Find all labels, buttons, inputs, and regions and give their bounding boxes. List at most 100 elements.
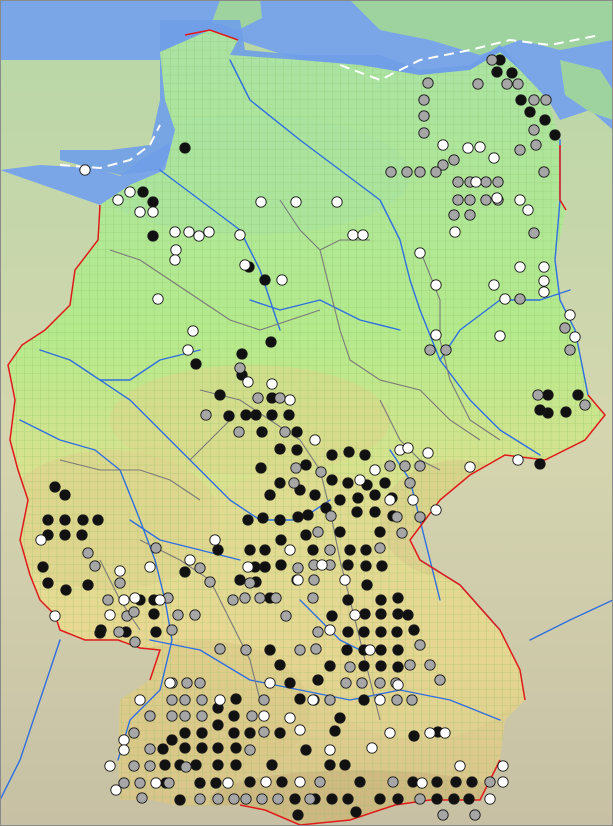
occurrence-dot-older <box>501 78 513 90</box>
occurrence-dot-recent <box>159 759 171 771</box>
occurrence-dot-recent <box>265 336 277 348</box>
occurrence-dot-historic <box>294 776 306 788</box>
occurrence-dot-older <box>430 166 442 178</box>
occurrence-dot-recent <box>560 406 572 418</box>
occurrence-dot-recent <box>49 481 61 493</box>
occurrence-dot-recent <box>289 793 301 805</box>
occurrence-dot-older <box>418 127 430 139</box>
occurrence-dot-recent <box>244 776 256 788</box>
occurrence-dot-older <box>194 562 206 574</box>
occurrence-dot-recent <box>284 677 296 689</box>
occurrence-dot-older <box>181 677 193 689</box>
occurrence-dot-recent <box>92 514 104 526</box>
occurrence-dot-older <box>312 526 324 538</box>
occurrence-dot-recent <box>274 659 286 671</box>
occurrence-dot-older <box>452 176 464 188</box>
occurrence-dot-older <box>528 94 540 106</box>
occurrence-dot-historic <box>474 141 486 153</box>
occurrence-dot-recent <box>358 660 370 672</box>
occurrence-dot-recent <box>147 196 159 208</box>
occurrence-dot-recent <box>463 793 475 805</box>
dots-historic-layer <box>35 139 581 805</box>
occurrence-dot-older <box>128 760 140 772</box>
occurrence-dot-recent <box>210 777 222 789</box>
occurrence-dot-recent <box>342 793 354 805</box>
occurrence-dot-historic <box>369 464 381 476</box>
occurrence-dot-recent <box>369 489 381 501</box>
occurrence-dot-older <box>418 94 430 106</box>
occurrence-dot-historic <box>258 710 270 722</box>
occurrence-dot-recent <box>392 793 404 805</box>
occurrence-dot-recent <box>230 759 242 771</box>
occurrence-dot-recent <box>491 66 503 78</box>
occurrence-dot-older <box>258 694 270 706</box>
occurrence-dot-recent <box>360 544 372 556</box>
occurrence-dot-recent <box>179 727 191 739</box>
occurrence-dot-recent <box>137 186 149 198</box>
occurrence-dot-historic <box>392 679 404 691</box>
occurrence-dot-recent <box>542 389 554 401</box>
occurrence-dot-recent <box>374 526 386 538</box>
occurrence-dot-historic <box>266 378 278 390</box>
occurrence-dot-recent <box>358 626 370 638</box>
occurrence-dot-recent <box>223 410 235 422</box>
occurrence-dot-older <box>246 710 258 722</box>
occurrence-dot-recent <box>294 693 306 705</box>
occurrence-dot-older <box>144 710 156 722</box>
occurrence-dot-historic <box>187 325 199 337</box>
occurrence-dot-recent <box>274 514 286 526</box>
occurrence-dot-older <box>254 592 266 604</box>
occurrence-dot-older <box>414 511 426 523</box>
occurrence-dot-recent <box>359 608 371 620</box>
occurrence-dot-recent <box>379 477 391 489</box>
occurrence-dot-older <box>228 793 240 805</box>
occurrence-dot-recent <box>374 793 386 805</box>
occurrence-dot-historic <box>118 744 130 756</box>
occurrence-dot-historic <box>538 275 550 287</box>
occurrence-dot-historic <box>324 744 336 756</box>
occurrence-dot-historic <box>104 609 116 621</box>
occurrence-dot-recent <box>334 526 346 538</box>
occurrence-dot-older <box>538 166 550 178</box>
occurrence-dot-recent <box>228 727 240 739</box>
occurrence-dot-recent <box>250 409 262 421</box>
occurrence-dot-historic <box>364 644 376 656</box>
occurrence-dot-recent <box>408 624 420 636</box>
occurrence-dot-older <box>579 399 591 411</box>
occurrence-dot-older <box>424 659 436 671</box>
occurrence-dot-recent <box>292 511 304 523</box>
occurrence-dot-older <box>401 166 413 178</box>
occurrence-dot-recent <box>359 449 371 461</box>
occurrence-dot-older <box>424 344 436 356</box>
occurrence-dot-older <box>240 644 252 656</box>
occurrence-dot-recent <box>326 474 338 486</box>
occurrence-dot-historic <box>144 561 156 573</box>
occurrence-dot-recent <box>266 409 278 421</box>
occurrence-dot-historic <box>422 447 434 459</box>
occurrence-dot-recent <box>300 459 312 471</box>
occurrence-dot-recent <box>431 776 443 788</box>
occurrence-dot-historic <box>347 229 359 241</box>
occurrence-dot-historic <box>49 610 61 622</box>
occurrence-dot-recent <box>466 776 478 788</box>
occurrence-dot-historic <box>374 694 386 706</box>
occurrence-dot-older <box>486 54 498 66</box>
occurrence-dot-historic <box>134 206 146 218</box>
occurrence-dot-recent <box>361 579 373 591</box>
occurrence-dot-recent <box>324 759 336 771</box>
occurrence-dot-recent <box>259 561 271 573</box>
occurrence-dot-recent <box>326 449 338 461</box>
occurrence-dot-older <box>480 194 492 206</box>
occurrence-dot-older <box>234 362 246 374</box>
occurrence-dot-historic <box>470 176 482 188</box>
occurrence-dot-older <box>128 606 140 618</box>
occurrence-dot-older <box>391 511 403 523</box>
occurrence-dot-recent <box>515 94 527 106</box>
occurrence-dot-recent <box>375 608 387 620</box>
occurrence-dot-historic <box>104 760 116 772</box>
occurrence-dot-historic <box>309 434 321 446</box>
dots-older-layer <box>82 54 591 821</box>
occurrence-dot-historic <box>497 776 509 788</box>
occurrence-dot-older <box>179 694 191 706</box>
occurrence-dot-recent <box>431 793 443 805</box>
